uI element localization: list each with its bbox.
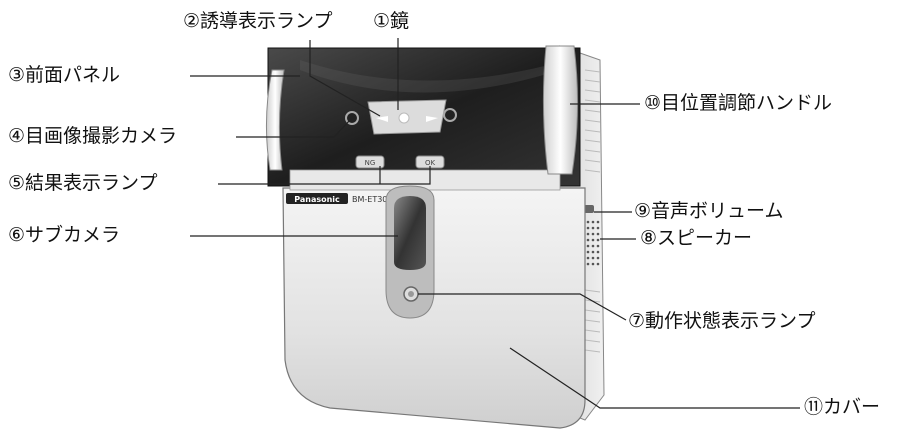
brand-text: Panasonic xyxy=(294,195,340,204)
arrow-left-icon xyxy=(376,116,388,122)
label-eye-camera: ④目画像撮影カメラ xyxy=(8,125,178,147)
eye-camera-right xyxy=(443,108,457,122)
volume-knob xyxy=(584,205,594,213)
label-cover: ⑪カバー xyxy=(804,396,881,418)
label-sub-camera: ⑥サブカメラ xyxy=(8,224,121,246)
guide-lamp-center xyxy=(398,112,410,124)
label-status-lamp: ⑦動作状態表示ランプ xyxy=(628,310,816,332)
label-handle: ⑩目位置調節ハンドル xyxy=(644,92,833,114)
arrow-right-icon xyxy=(426,116,438,122)
leader-status-lamp xyxy=(418,293,627,321)
ng-lamp-text: NG xyxy=(365,159,376,167)
handle-left xyxy=(265,69,285,171)
label-speaker: ⑧スピーカー xyxy=(640,227,753,249)
sub-camera-window xyxy=(394,196,426,270)
leader-lines xyxy=(190,38,800,409)
leader-cover xyxy=(509,347,800,409)
leader-eye-camera xyxy=(236,119,351,138)
label-guide-lamp: ②誘導表示ランプ xyxy=(183,10,333,32)
leader-result-lamp xyxy=(218,166,431,185)
leader-guide-lamp xyxy=(309,40,381,117)
lamp-strip xyxy=(289,169,561,191)
brand-badge xyxy=(286,193,348,204)
label-mirror: ①鏡 xyxy=(373,10,410,32)
ng-lamp xyxy=(355,155,385,169)
model-text: BM-ET300 xyxy=(352,195,393,204)
label-volume: ⑨音声ボリューム xyxy=(634,200,784,222)
label-result-lamp: ⑤結果表示ランプ xyxy=(8,172,158,194)
label-front-panel: ③前面パネル xyxy=(8,64,121,86)
handle-right xyxy=(542,45,579,175)
cover-body xyxy=(282,187,586,429)
speaker-grille xyxy=(586,220,600,266)
ok-lamp-text: OK xyxy=(425,159,436,167)
